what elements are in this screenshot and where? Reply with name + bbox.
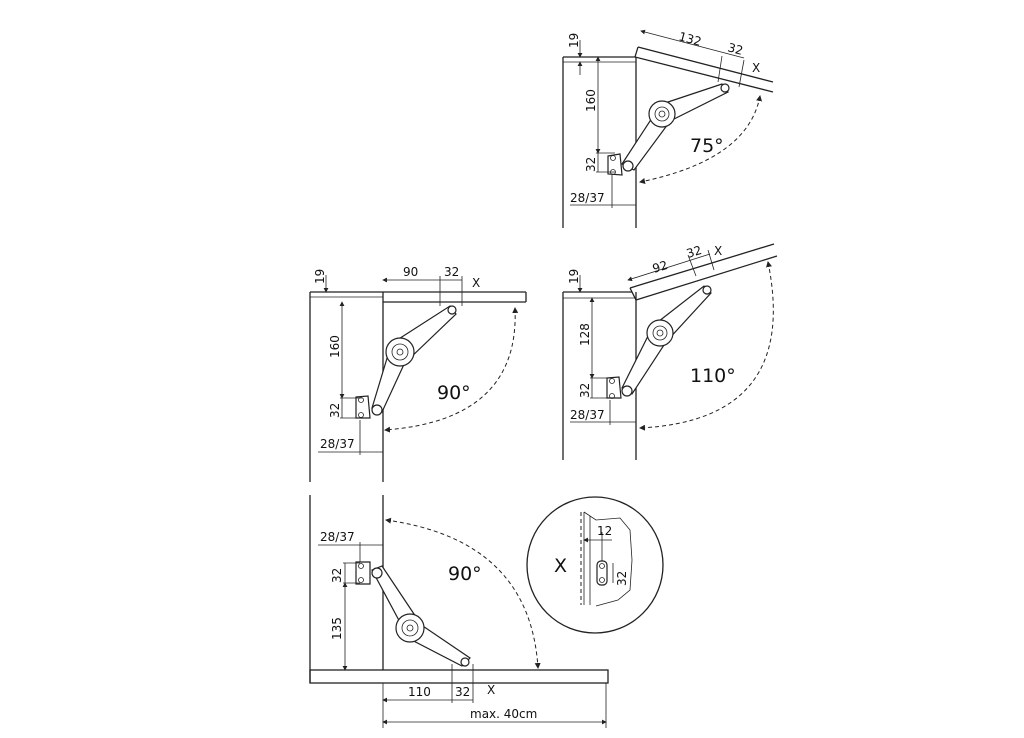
opening-angle: 90° [437,382,471,404]
diagram-flap-down: 28/37 32 135 110 32 X max. 40cm 90° [309,495,609,728]
opening-angle: 90° [448,563,482,585]
dim-top-thickness: 19 [567,269,581,284]
cabinet-side [309,291,527,482]
detail-ref: X [714,244,722,258]
dimensions: 28/37 32 135 110 32 X max. 40cm [318,530,607,728]
dim-bracket: 32 [578,383,592,398]
cabinet-side [562,291,637,460]
dim-bracket: 32 [584,157,598,172]
dim-lid-length: 132 [677,29,703,48]
opening-arc [639,95,763,184]
dim-bracket: 32 [328,403,342,418]
dim-offset: 28/37 [570,191,605,205]
dim-vertical: 135 [330,617,344,640]
dim-lid-bracket: 32 [726,40,744,57]
diagram-110-degree: 19 128 32 28/37 92 32 X 110° [562,243,778,460]
dim-lid-length: 92 [651,258,670,276]
dim-top-thickness: 19 [313,269,327,284]
dim-vertical: 128 [578,323,592,346]
dim-top-thickness: 19 [567,33,581,48]
diagram-75-degree: 19 160 32 28/37 132 32 X 75° [562,29,774,228]
opening-angle: 110° [690,365,736,387]
dim-max-depth: max. 40cm [470,707,537,721]
dimensions: 19 128 32 28/37 92 32 X [567,243,722,425]
dim-offset: 28/37 [320,530,355,544]
dim-offset: 28/37 [570,408,605,422]
detail-ref: X [752,61,760,75]
dim-lid-bracket: 32 [685,243,704,261]
opening-arc [384,307,519,433]
dim-lid-bracket: 32 [444,265,459,279]
dim-lid-length: 110 [408,685,431,699]
detail-x-callout: 12 32 X [526,496,664,634]
dim-vertical: 160 [328,335,342,358]
detail-ref: X [487,683,495,697]
dimensions: 19 160 32 28/37 90 32 X [313,265,480,455]
diagram-90-degree: 19 160 32 28/37 90 32 X 90° [309,265,527,482]
opening-angle: 75° [690,135,724,157]
dim-lid-bracket: 32 [455,685,470,699]
dimensions: 19 160 32 28/37 132 32 X [567,29,760,208]
lid-stay-mechanism [607,83,730,176]
mounting-plate [596,560,608,586]
dim-lid-length: 90 [403,265,418,279]
lid [634,46,774,93]
detail-ref: X [472,276,480,290]
dim-bracket: 32 [330,568,344,583]
dim-offset: 28/37 [320,437,355,451]
opening-arc [385,517,541,669]
detail-label: X [554,555,567,577]
detail-spacing: 32 [615,571,629,586]
detail-offset: 12 [597,524,612,538]
opening-arc [639,261,774,431]
dim-vertical: 160 [584,89,598,112]
